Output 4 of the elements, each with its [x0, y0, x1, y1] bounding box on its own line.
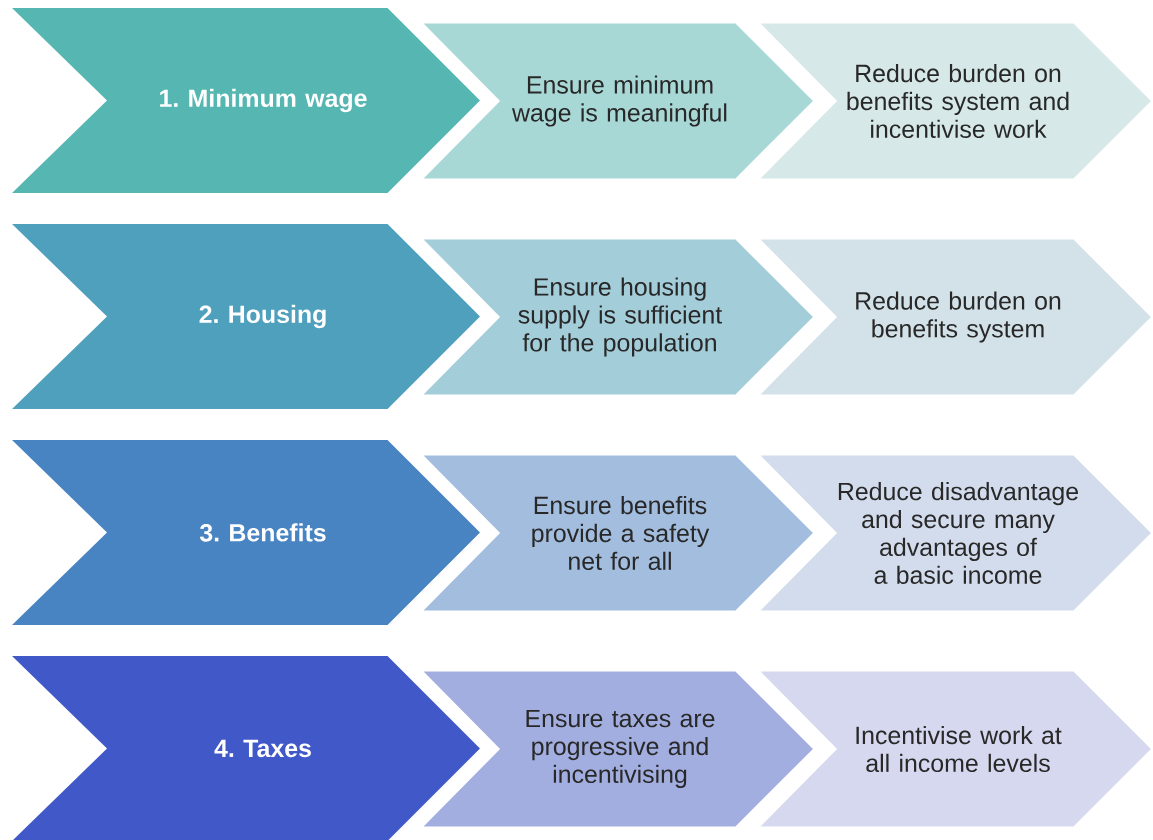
process-step: 1. Minimum wage	[12, 8, 480, 193]
process-step: 3. Benefits	[12, 440, 480, 625]
process-step: 4. Taxes	[12, 656, 480, 840]
process-step: 2. Housing	[12, 224, 480, 409]
